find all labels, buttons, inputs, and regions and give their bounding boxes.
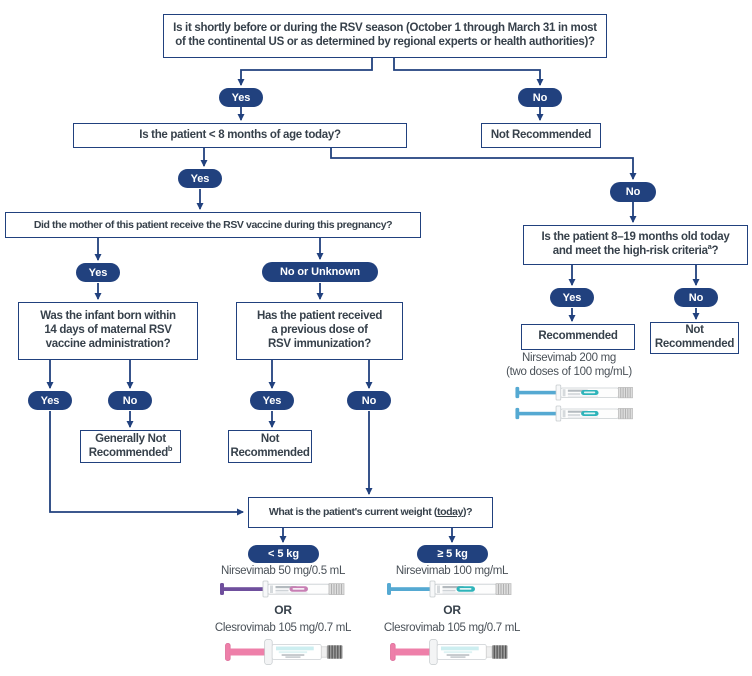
box-infant-question: Was the infant born within 14 days of ma… bbox=[18, 302, 198, 360]
clesrovimab-label-right: Clesrovimab 105 mg/0.7 mL bbox=[383, 622, 521, 634]
pill-prevdose-no: No bbox=[347, 391, 391, 410]
box-not-recommended-top: Not Recommended bbox=[481, 123, 601, 148]
clesrovimab-syringe-image bbox=[390, 638, 508, 666]
pill-infant-no: No bbox=[108, 391, 152, 410]
clesrovimab-label-left: Clesrovimab 105 mg/0.7 mL bbox=[214, 622, 352, 634]
pill-mother-no-unknown: No or Unknown bbox=[262, 262, 378, 282]
highrisk-question-line2: and meet the high-risk criteriaa? bbox=[552, 242, 719, 257]
mother-question-label: Did the mother of this patient receive t… bbox=[33, 218, 393, 231]
recommended-label: Recommended bbox=[538, 330, 618, 343]
pill-prevdose-yes: Yes bbox=[250, 391, 294, 410]
pill-highrisk-no: No bbox=[674, 288, 718, 307]
nirsevimab-100-syringe-image bbox=[385, 580, 513, 598]
footnote-a-marker: a bbox=[707, 242, 712, 252]
pill-age-yes: Yes bbox=[178, 169, 222, 188]
pill-weight-gte5kg: ≥ 5 kg bbox=[417, 545, 488, 563]
box-recommended: Recommended bbox=[521, 324, 635, 350]
not-recommended-top-label: Not Recommended bbox=[490, 128, 592, 141]
weight-question-label: What is the patient's current weight (to… bbox=[268, 506, 473, 519]
season-question-line1: Is it shortly before or during the RSV s… bbox=[173, 22, 597, 35]
box-not-recommended-mid: Not Recommended bbox=[228, 430, 312, 463]
pill-weight-lt5kg: < 5 kg bbox=[248, 545, 319, 563]
box-mother-question: Did the mother of this patient receive t… bbox=[5, 212, 421, 238]
pill-infant-yes: Yes bbox=[28, 391, 72, 410]
highrisk-question-line1: Is the patient 8–19 months old today bbox=[541, 231, 730, 244]
pill-mother-yes: Yes bbox=[76, 263, 120, 282]
box-not-recommended-right: Not Recommended bbox=[650, 322, 739, 354]
box-generally-not-recommended: Generally Not Recommendedb bbox=[80, 430, 181, 463]
nirsevimab-200-label-line1: Nirsevimab 200 mg bbox=[522, 352, 616, 364]
season-question-line2: of the continental US or as determined b… bbox=[175, 36, 595, 48]
age-question-label: Is the patient < 8 months of age today? bbox=[139, 128, 341, 141]
or-label-left: OR bbox=[274, 603, 292, 617]
nirsevimab-100-syringe-image bbox=[513, 384, 635, 401]
footnote-b-marker: b bbox=[167, 443, 173, 453]
nirsevimab-50-syringe-image bbox=[218, 580, 346, 598]
pill-age-no: No bbox=[610, 182, 656, 202]
box-season-question: Is it shortly before or during the RSV s… bbox=[163, 14, 607, 58]
nirsevimab-200-label-line2: (two doses of 100 mg/mL) bbox=[506, 366, 632, 378]
box-prevdose-question: Has the patient received a previous dose… bbox=[236, 302, 403, 360]
underlined-today: today bbox=[437, 506, 464, 519]
pill-season-no: No bbox=[518, 88, 562, 107]
clesrovimab-syringe-image bbox=[225, 638, 343, 666]
box-weight-question: What is the patient's current weight (to… bbox=[248, 497, 493, 528]
nirsevimab-100-syringe-image bbox=[513, 405, 635, 422]
nirsevimab-50-label: Nirsevimab 50 mg/0.5 mL bbox=[220, 565, 346, 577]
box-age-question: Is the patient < 8 months of age today? bbox=[73, 123, 407, 148]
box-highrisk-question: Is the patient 8–19 months old today and… bbox=[523, 225, 748, 265]
or-label-right: OR bbox=[443, 603, 461, 617]
nirsevimab-100-label: Nirsevimab 100 mg/mL bbox=[395, 565, 509, 577]
pill-season-yes: Yes bbox=[219, 88, 263, 107]
pill-highrisk-yes: Yes bbox=[550, 288, 594, 307]
